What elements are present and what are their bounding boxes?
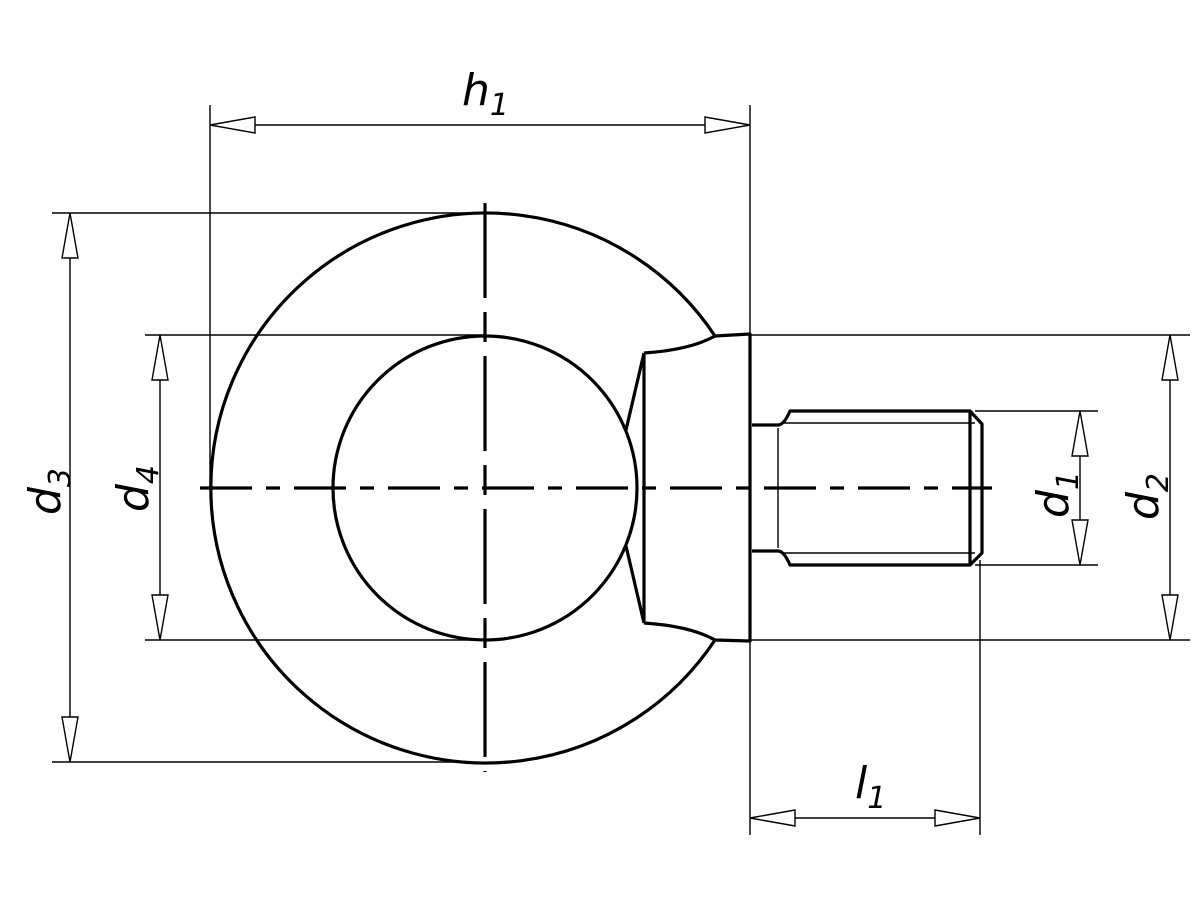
label-d1: d1 [1028,471,1086,518]
dimension-d2: d2 [1118,334,1179,641]
label-l1: l1 [855,758,886,816]
label-d4: d4 [108,465,166,512]
label-d3: d3 [20,468,78,515]
dimension-l1: l1 [749,758,981,827]
dimension-d3: d3 [20,212,79,763]
dimension-d1: d1 [1028,410,1089,566]
label-d2: d2 [1118,473,1176,520]
dimension-h1: h1 [209,65,751,134]
label-h1: h1 [462,65,509,123]
dimension-d4: d4 [108,334,169,641]
extension-lines [52,105,1190,835]
